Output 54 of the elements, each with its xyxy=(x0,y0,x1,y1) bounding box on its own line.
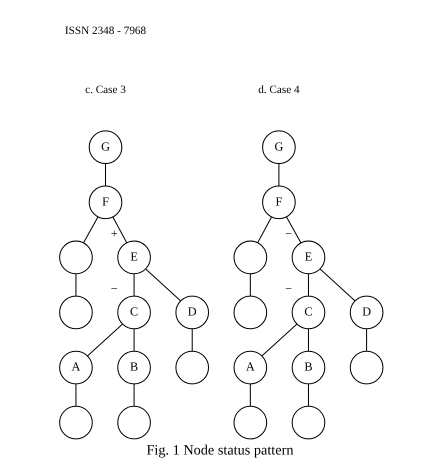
node-circle xyxy=(58,296,92,330)
node-label: + xyxy=(110,226,118,241)
node-circle xyxy=(233,406,267,440)
connector xyxy=(133,328,134,352)
connector xyxy=(307,328,308,352)
connector xyxy=(278,164,279,186)
connector xyxy=(133,274,134,296)
node-label: − xyxy=(284,282,292,296)
connector xyxy=(366,328,367,352)
label: d. Case 4 xyxy=(258,84,300,96)
node-circle xyxy=(58,406,92,440)
node-label: − xyxy=(110,282,118,296)
node-circle: B xyxy=(291,350,325,384)
node-circle: E xyxy=(116,240,150,274)
node-circle xyxy=(291,406,325,440)
connector xyxy=(112,216,127,243)
node-circle xyxy=(116,406,150,440)
connector xyxy=(145,268,180,302)
node-circle: E xyxy=(291,240,325,274)
node-circle: A xyxy=(58,350,92,384)
connector xyxy=(191,328,192,352)
connector xyxy=(104,164,106,186)
connector xyxy=(249,274,250,296)
connector xyxy=(307,274,308,296)
connector xyxy=(307,384,308,406)
connector xyxy=(319,268,355,302)
connector xyxy=(133,384,134,406)
node-circle: G xyxy=(88,130,122,164)
caption: Fig. 1 Node status pattern xyxy=(146,442,293,458)
node-circle xyxy=(174,350,209,384)
node-circle xyxy=(349,350,383,384)
node-label: − xyxy=(284,226,292,241)
connector xyxy=(86,324,122,356)
label: c. Case 3 xyxy=(84,84,126,96)
node-circle: C xyxy=(116,296,150,330)
connector xyxy=(74,384,76,406)
connector xyxy=(82,216,98,243)
node-circle: D xyxy=(349,296,383,330)
node-circle: B xyxy=(116,350,150,384)
node-circle: F xyxy=(262,186,296,220)
label: ISSN 2348 - 7968 xyxy=(64,24,146,37)
node-circle: F xyxy=(88,186,122,220)
node-circle xyxy=(233,296,267,330)
node-circle xyxy=(233,240,267,274)
node-circle: G xyxy=(262,130,296,164)
node-circle: D xyxy=(174,296,209,330)
connector xyxy=(74,274,76,296)
node-circle xyxy=(58,240,92,274)
node-circle: A xyxy=(233,350,267,384)
connector xyxy=(249,384,250,406)
node-circle: C xyxy=(291,296,325,330)
connector xyxy=(256,216,272,243)
connector xyxy=(286,216,301,243)
connector xyxy=(261,324,297,356)
